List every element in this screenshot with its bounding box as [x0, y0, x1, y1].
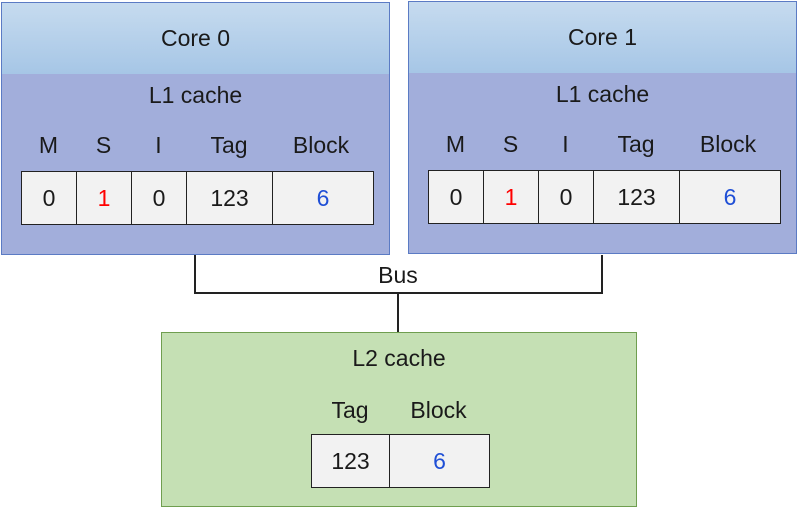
core-1-l1-cache-title: L1 cache — [555, 81, 650, 107]
core-0-s-value: 1 — [77, 172, 132, 224]
core-0-l1-cache: L1 cache M S I Tag Block 0 1 0 123 6 — [2, 74, 389, 254]
l2-col-block: Block — [410, 397, 467, 423]
l2-cache-title: L2 cache — [352, 345, 446, 371]
core-1-m-value: 0 — [429, 171, 484, 223]
core-1-col-s: S — [502, 131, 519, 157]
core-1-col-i: I — [562, 131, 569, 157]
core-0-title: Core 0 — [2, 3, 389, 75]
l2-cache-box: L2 cache Tag Block 123 6 — [161, 332, 637, 507]
core-0-i-value: 0 — [132, 172, 187, 224]
core-1-l1-cache: L1 cache M S I Tag Block 0 1 0 123 6 — [409, 73, 796, 253]
l2-block-value: 6 — [433, 447, 446, 474]
core-0-col-i: I — [155, 132, 162, 158]
core-0-tag-value: 123 — [187, 172, 273, 224]
core-0-block-value: 6 — [316, 184, 330, 211]
core-0-col-m: M — [38, 132, 59, 158]
l2-tag-value: 123 — [312, 435, 390, 487]
core-0-col-tag: Tag — [210, 132, 248, 158]
l2-cache-line: 123 6 — [311, 434, 490, 488]
core-1-i-value: 0 — [539, 171, 594, 223]
core-0-box: Core 0 L1 cache M S I Tag Block 0 1 0 12… — [1, 2, 390, 255]
core-1-s-value: 1 — [484, 171, 539, 223]
core-1-tag-value: 123 — [594, 171, 680, 223]
core-1-box: Core 1 L1 cache M S I Tag Block 0 1 0 12… — [408, 1, 797, 254]
core-1-cache-line: 0 1 0 123 6 — [428, 170, 781, 224]
core-1-col-block: Block — [699, 131, 757, 157]
core-0-col-s: S — [95, 132, 112, 158]
core-0-col-block: Block — [292, 132, 350, 158]
core-0-m-value: 0 — [22, 172, 77, 224]
core-1-col-tag: Tag — [617, 131, 655, 157]
core-1-block-value: 6 — [723, 183, 737, 210]
l2-col-tag: Tag — [331, 397, 369, 423]
core-1-title: Core 1 — [409, 2, 796, 74]
core-0-cache-line: 0 1 0 123 6 — [21, 171, 374, 225]
core-1-col-m: M — [445, 131, 466, 157]
core-0-l1-cache-title: L1 cache — [148, 82, 243, 108]
bus-label: Bus — [378, 262, 418, 288]
